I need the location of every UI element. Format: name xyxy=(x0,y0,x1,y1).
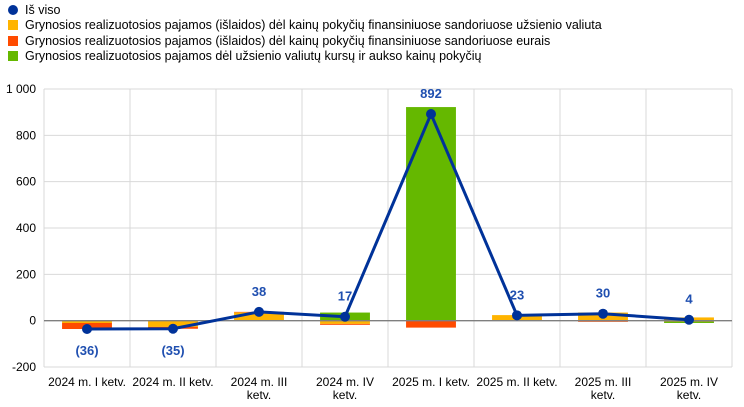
legend-label: Grynosios realizuotosios pajamos (išlaid… xyxy=(25,18,602,33)
data-label: 4 xyxy=(685,292,693,307)
y-tick-label: 1 000 xyxy=(6,82,36,96)
legend-swatch xyxy=(8,4,18,15)
x-tick-label: ketv. xyxy=(677,388,701,402)
bar-segment xyxy=(320,320,370,324)
total-point xyxy=(512,310,522,321)
legend-label: Iš viso xyxy=(25,2,61,17)
total-line xyxy=(86,110,690,331)
total-point xyxy=(426,109,436,120)
legend-swatch xyxy=(8,20,18,31)
legend-label: Grynosios realizuotosios pajamos (išlaid… xyxy=(25,33,551,48)
x-tick-label: 2025 m. II ketv. xyxy=(476,375,557,389)
data-label: 30 xyxy=(596,286,610,301)
x-tick-label: 2024 m. II ketv. xyxy=(132,375,213,389)
legend-swatch xyxy=(8,35,18,46)
legend-item: Iš viso xyxy=(8,2,602,18)
total-point xyxy=(254,306,264,317)
x-tick-label: ketv. xyxy=(591,388,615,402)
legend-item: Grynosios realizuotosios pajamos (išlaid… xyxy=(8,33,602,49)
legend-swatch xyxy=(8,51,18,62)
bar-segment xyxy=(320,323,370,325)
total-point xyxy=(340,311,350,322)
legend-item: Grynosios realizuotosios pajamos dėl užs… xyxy=(8,49,602,65)
data-label: 17 xyxy=(338,289,352,304)
x-tick-label: ketv. xyxy=(333,388,357,402)
x-tick-label: 2025 m. IV xyxy=(660,375,718,389)
data-label: 38 xyxy=(252,284,266,299)
x-tick-label: 2024 m. I ketv. xyxy=(48,375,126,389)
y-tick-label: 200 xyxy=(16,267,36,281)
y-tick-label: 600 xyxy=(16,175,36,189)
y-tick-label: 800 xyxy=(16,128,36,142)
bar-segment xyxy=(406,107,456,321)
y-tick-label: 0 xyxy=(29,314,36,328)
y-tick-label: 400 xyxy=(16,221,36,235)
total-point xyxy=(684,314,694,325)
data-label: 892 xyxy=(420,86,442,101)
x-tick-label: 2025 m. III xyxy=(575,375,632,389)
x-tick-label: ketv. xyxy=(247,388,271,402)
legend-item: Grynosios realizuotosios pajamos (išlaid… xyxy=(8,18,602,34)
bar-segment xyxy=(62,320,112,323)
x-tick-label: 2024 m. III xyxy=(231,375,288,389)
total-point xyxy=(82,324,92,335)
x-tick-label: 2025 m. I ketv. xyxy=(392,375,470,389)
x-tick-label: 2024 m. IV xyxy=(316,375,374,389)
data-label: 23 xyxy=(510,287,524,302)
data-label: (35) xyxy=(161,343,184,358)
total-point xyxy=(168,323,178,334)
legend-label: Grynosios realizuotosios pajamos dėl užs… xyxy=(25,49,482,64)
bar-segment xyxy=(406,320,456,328)
data-label: (36) xyxy=(75,343,98,358)
total-point xyxy=(598,308,608,319)
y-tick-label: -200 xyxy=(12,360,36,374)
